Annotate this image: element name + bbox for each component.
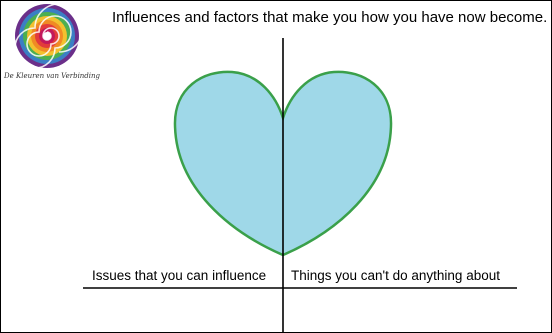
logo: De Kleuren van Verbinding	[2, 2, 101, 88]
logo-caption: De Kleuren van Verbinding	[4, 72, 101, 80]
label-influenceable: Issues that you can influence	[92, 268, 267, 283]
page-title: Influences and factors that make you how…	[112, 9, 548, 26]
spiral-logo-icon	[14, 3, 84, 69]
label-uncontrollable: Things you can't do anything about	[291, 268, 500, 283]
